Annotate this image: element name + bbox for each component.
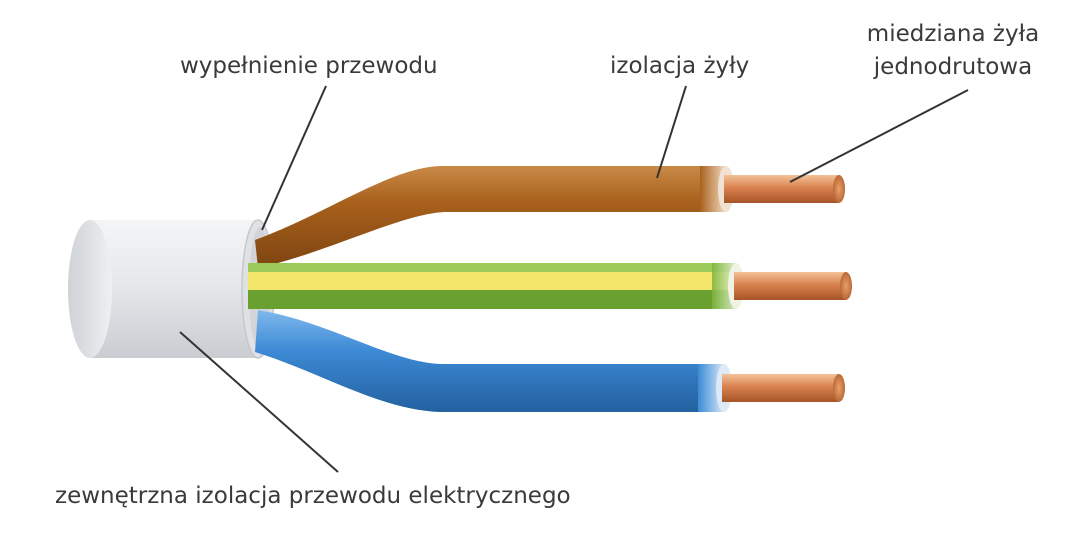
green-yellow-wire — [248, 263, 744, 309]
copper-core-bottom — [722, 374, 845, 402]
label-copper-core-line1: miedziana żyła — [866, 21, 1040, 47]
copper-core-top — [724, 175, 845, 203]
blue-wire — [255, 310, 732, 412]
label-copper-core: miedziana żyła jednodrutowa — [848, 18, 1058, 84]
outer-sheath — [68, 219, 275, 359]
leader-line-core-insulation — [656, 85, 687, 179]
copper-core-middle — [734, 272, 852, 300]
label-core-insulation: izolacja żyły — [610, 53, 750, 79]
leader-line-copper-core — [789, 89, 969, 183]
label-filling: wypełnienie przewodu — [180, 53, 438, 79]
leader-line-outer-insulation — [179, 331, 339, 473]
leader-line-filling — [261, 85, 327, 231]
label-copper-core-line2: jednodrutowa — [873, 54, 1033, 80]
brown-wire — [255, 166, 734, 268]
label-outer-insulation: zewnętrzna izolacja przewodu elektryczne… — [55, 483, 571, 509]
